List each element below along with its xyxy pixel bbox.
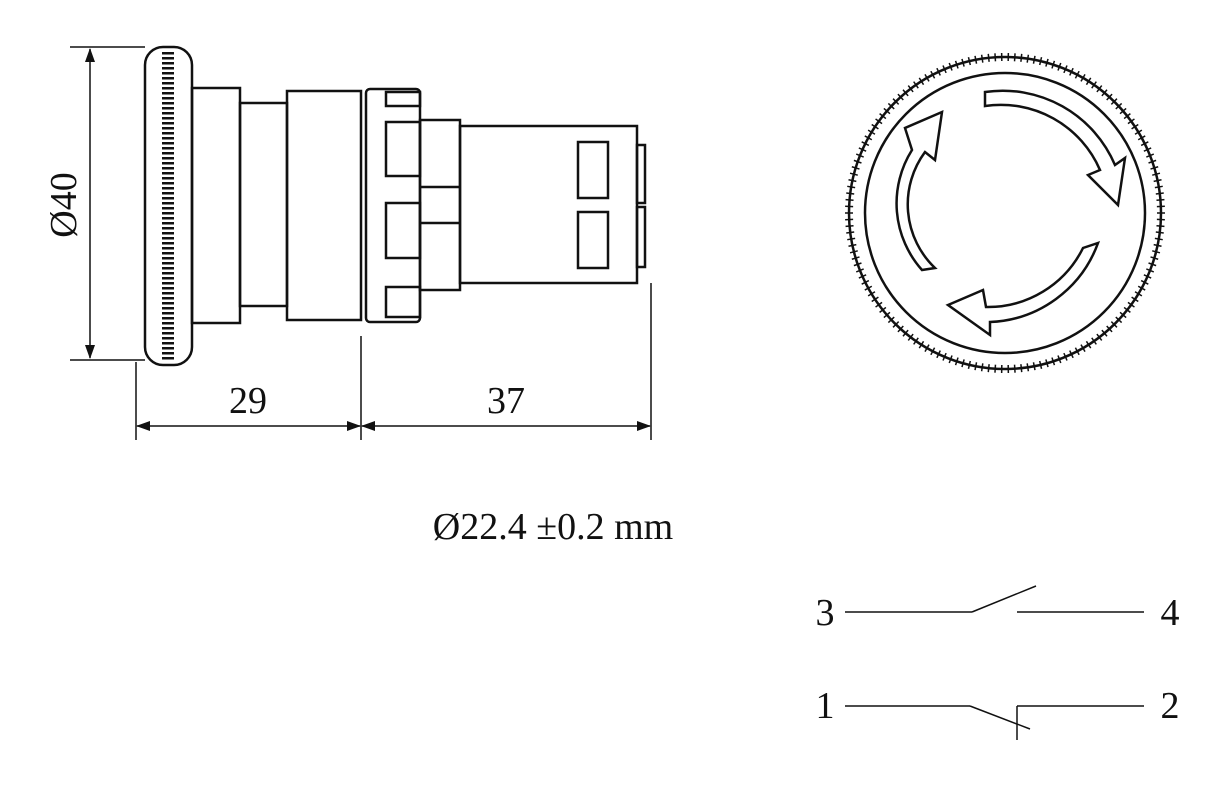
bezel-body <box>285 89 363 322</box>
terminal-top <box>635 143 647 205</box>
dimension-lengths: 29 37 <box>135 283 652 440</box>
contact-window-bottom <box>576 210 610 270</box>
terminal-3-label: 3 <box>816 592 835 634</box>
front-view <box>845 53 1165 373</box>
mounting-hole-label: Ø22.4 ±0.2 mm <box>433 506 673 548</box>
neck <box>238 101 289 308</box>
no-contact-blade <box>971 585 1037 613</box>
contact-block <box>458 124 639 285</box>
length-rear-label: 37 <box>487 380 525 422</box>
knurl-side <box>162 52 174 360</box>
switch-diagram: 3 4 1 2 <box>816 585 1180 740</box>
side-view <box>143 45 647 367</box>
length-front-label: 29 <box>229 380 267 422</box>
diameter-label: Ø40 <box>43 172 85 237</box>
terminal-4-label: 4 <box>1161 592 1180 634</box>
terminal-bottom <box>635 205 647 269</box>
terminal-1-label: 1 <box>816 685 835 727</box>
knob-inner-ring <box>863 71 1147 355</box>
adapter-block <box>418 118 462 292</box>
rotation-arrows-icon <box>895 89 1127 338</box>
terminal-2-label: 2 <box>1161 685 1180 727</box>
dimension-diameter: Ø40 <box>43 46 145 361</box>
contact-window-top <box>576 140 610 200</box>
ring-teeth <box>384 90 422 319</box>
collar <box>190 86 242 325</box>
knurl-front <box>845 53 1165 373</box>
nc-contact-blade <box>969 705 1031 730</box>
